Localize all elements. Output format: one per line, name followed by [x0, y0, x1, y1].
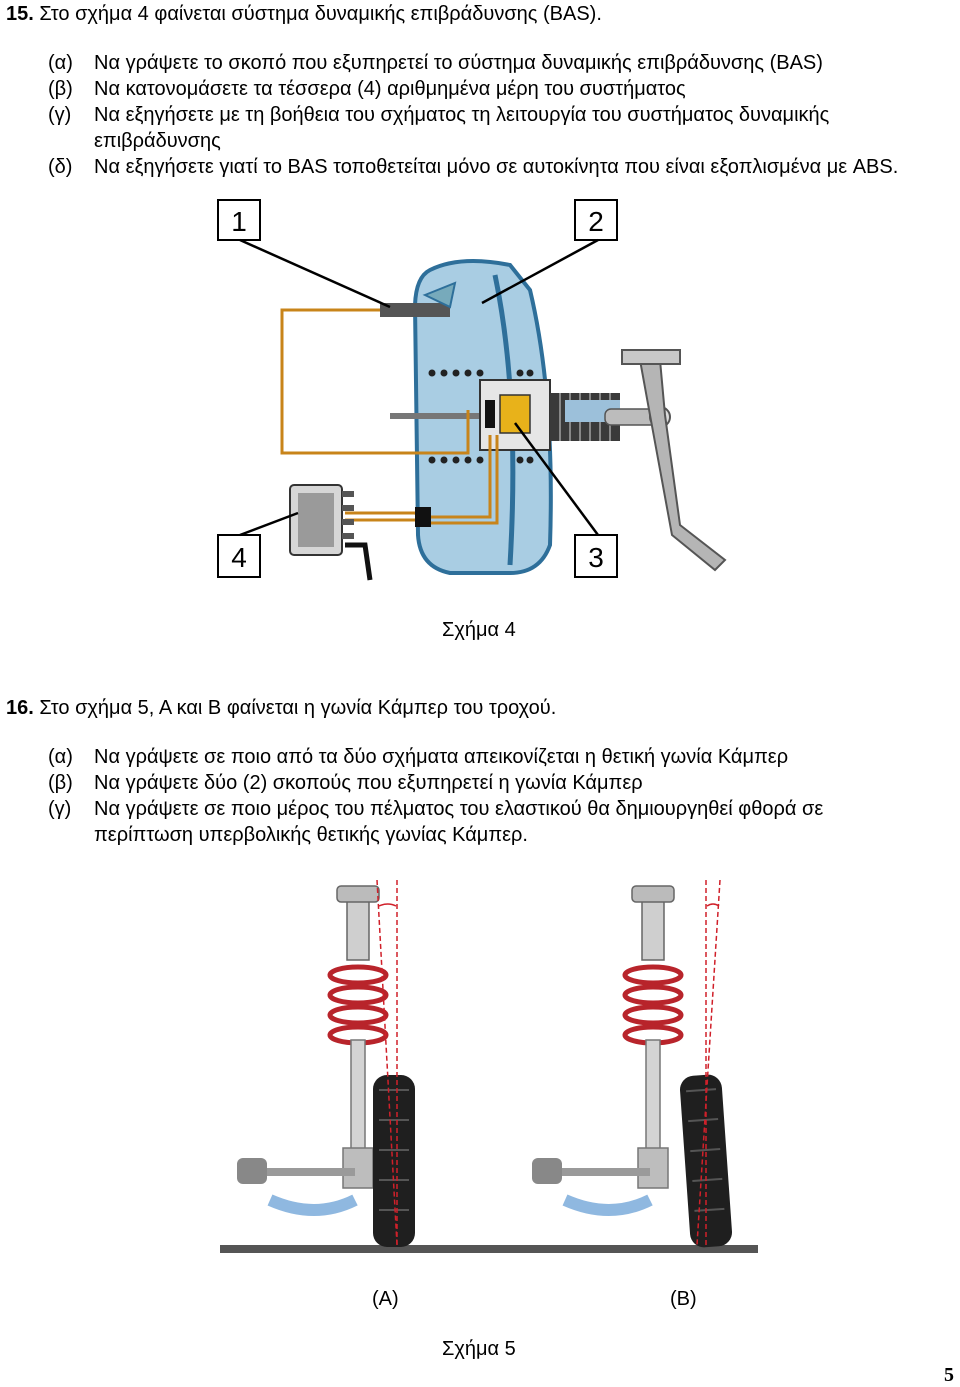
svg-text:2: 2 [588, 206, 604, 237]
item-label: (γ) [48, 104, 72, 126]
q16-number: 16. [6, 697, 34, 719]
leader-lines [239, 238, 600, 537]
item-text: Να εξηγήσετε με τη βοήθεια του σχήματος … [94, 104, 830, 152]
figure-label-4: 4 [217, 534, 261, 578]
figure-4-caption: Σχήμα 4 [442, 619, 516, 641]
svg-text:4: 4 [231, 542, 247, 573]
item-text: Να γράψετε σε ποιο μέρος του πέλματος το… [94, 798, 824, 846]
connector [415, 507, 431, 527]
booster-springs [428, 369, 534, 464]
pedal-pad [621, 349, 681, 365]
pedal-travel-sensor [289, 484, 373, 581]
wheel-assembly-b [532, 880, 733, 1248]
wheel-assembly-a [237, 880, 415, 1247]
q16-heading: 16. Στο σχήμα 5, Α και Β φαίνεται η γωνί… [6, 696, 556, 720]
item-label: (β) [48, 772, 73, 794]
q15-heading: 15. Στο σχήμα 4 φαίνεται σύστημα δυναμικ… [6, 2, 602, 26]
item-text: Να κατονομάσετε τα τέσσερα (4) αριθμημέν… [94, 78, 686, 100]
figure-5-caption: Σχήμα 5 [442, 1338, 516, 1360]
figure-label-3: 3 [574, 534, 618, 578]
item-text: Να γράψετε δύο (2) σκοπούς που εξυπηρετε… [94, 772, 643, 794]
master-cylinder-rod [390, 413, 490, 419]
figure-label-1: 1 [217, 199, 261, 241]
page-number: 5 [944, 1364, 954, 1386]
ground-line [220, 1245, 758, 1253]
figure-5-label-a: (A) [372, 1288, 399, 1310]
figure-4-brake-booster: 1 2 4 3 [217, 199, 727, 581]
item-label: (β) [48, 78, 73, 100]
item-text: Να εξηγήσετε γιατί το BAS τοποθετείται μ… [94, 156, 899, 178]
item-label: (α) [48, 52, 73, 74]
q15-number: 15. [6, 3, 34, 25]
solenoid [499, 394, 531, 434]
item-text: Να γράψετε το σκοπό που εξυπηρετεί το σύ… [94, 52, 823, 74]
svg-text:3: 3 [588, 542, 604, 573]
item-label: (δ) [48, 156, 73, 178]
figure-label-2: 2 [574, 199, 618, 241]
item-label: (α) [48, 746, 73, 768]
q16-title: Στο σχήμα 5, Α και Β φαίνεται η γωνία Κά… [39, 697, 557, 719]
item-text: Να γράψετε σε ποιο από τα δύο σχήματα απ… [94, 746, 789, 768]
svg-text:1: 1 [231, 206, 247, 237]
figure-5-label-b: (B) [670, 1288, 697, 1310]
item-label: (γ) [48, 798, 72, 820]
electric-wiring [280, 308, 499, 525]
vacuum-inlet [380, 303, 450, 317]
figure-5-camber [220, 880, 758, 1253]
brake-pedal [638, 359, 727, 572]
q15-title: Στο σχήμα 4 φαίνεται σύστημα δυναμικής ε… [39, 3, 602, 25]
